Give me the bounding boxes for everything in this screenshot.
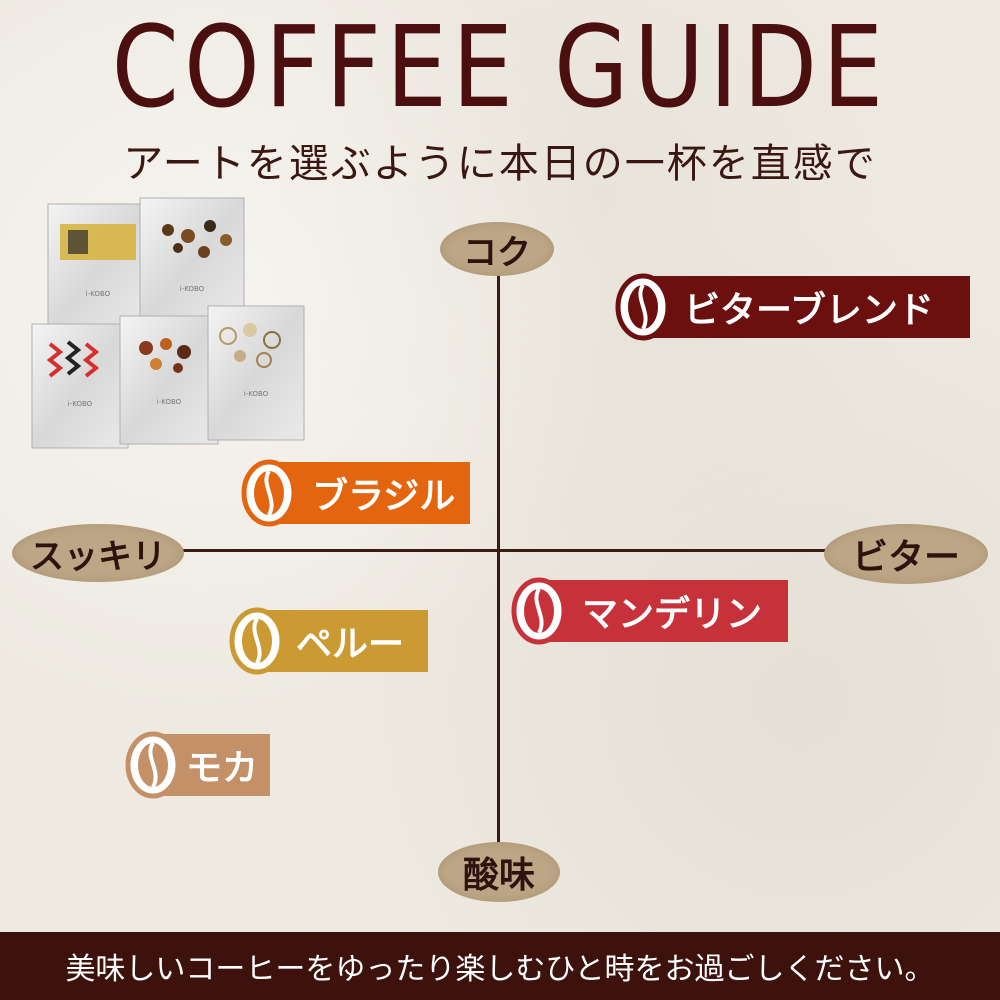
axis-label-left: スッキリ bbox=[12, 524, 184, 582]
footer-text: 美味しいコーヒーをゆったり楽しむひと時をお過ごしください。 bbox=[65, 952, 935, 987]
packet-brand: i-KOBO bbox=[180, 285, 205, 293]
coffee-bean-icon bbox=[240, 459, 298, 527]
coffee-bean-icon bbox=[614, 273, 672, 341]
packet-orange: i-KOBO bbox=[119, 315, 219, 445]
axis-label-bottom: 酸味 bbox=[438, 842, 560, 902]
horizontal-axis bbox=[170, 549, 830, 552]
coffee-bean-icon bbox=[510, 577, 568, 645]
coffee-bean-icon bbox=[124, 731, 182, 799]
axis-label-right: ビター bbox=[824, 524, 988, 584]
packet-brown: i-KOBO bbox=[139, 197, 245, 327]
packet-brand: i-KOBO bbox=[86, 290, 111, 298]
packet-beige: i-KOBO bbox=[207, 305, 305, 441]
vertical-axis bbox=[497, 260, 500, 860]
coffee-name: ブラジル bbox=[268, 462, 470, 524]
coffee-bean-icon bbox=[228, 607, 286, 675]
packet-brand: i-KOBO bbox=[244, 390, 269, 398]
axis-label-top: コク bbox=[440, 222, 554, 276]
coffee-name: ビターブレンド bbox=[642, 276, 970, 338]
packet-red: i-KOBO bbox=[31, 323, 129, 449]
footer-banner: 美味しいコーヒーをゆったり楽しむひと時をお過ごしください。 bbox=[0, 932, 1000, 1000]
packet-gold: i-KOBO bbox=[47, 203, 149, 335]
packet-brand: i-KOBO bbox=[157, 398, 182, 406]
page-title: COFFEE GUIDE bbox=[111, 3, 889, 133]
packet-brand: i-KOBO bbox=[68, 400, 93, 408]
coffee-name: マンデリン bbox=[538, 580, 788, 642]
page-subtitle: アートを選ぶように本日の一杯を直感で bbox=[123, 141, 877, 187]
coffee-name: ペルー bbox=[256, 610, 428, 672]
coffee-packets-image: i-KOBO i-KOBO i-KOBO i-KOBO i-KOBO bbox=[31, 197, 305, 449]
